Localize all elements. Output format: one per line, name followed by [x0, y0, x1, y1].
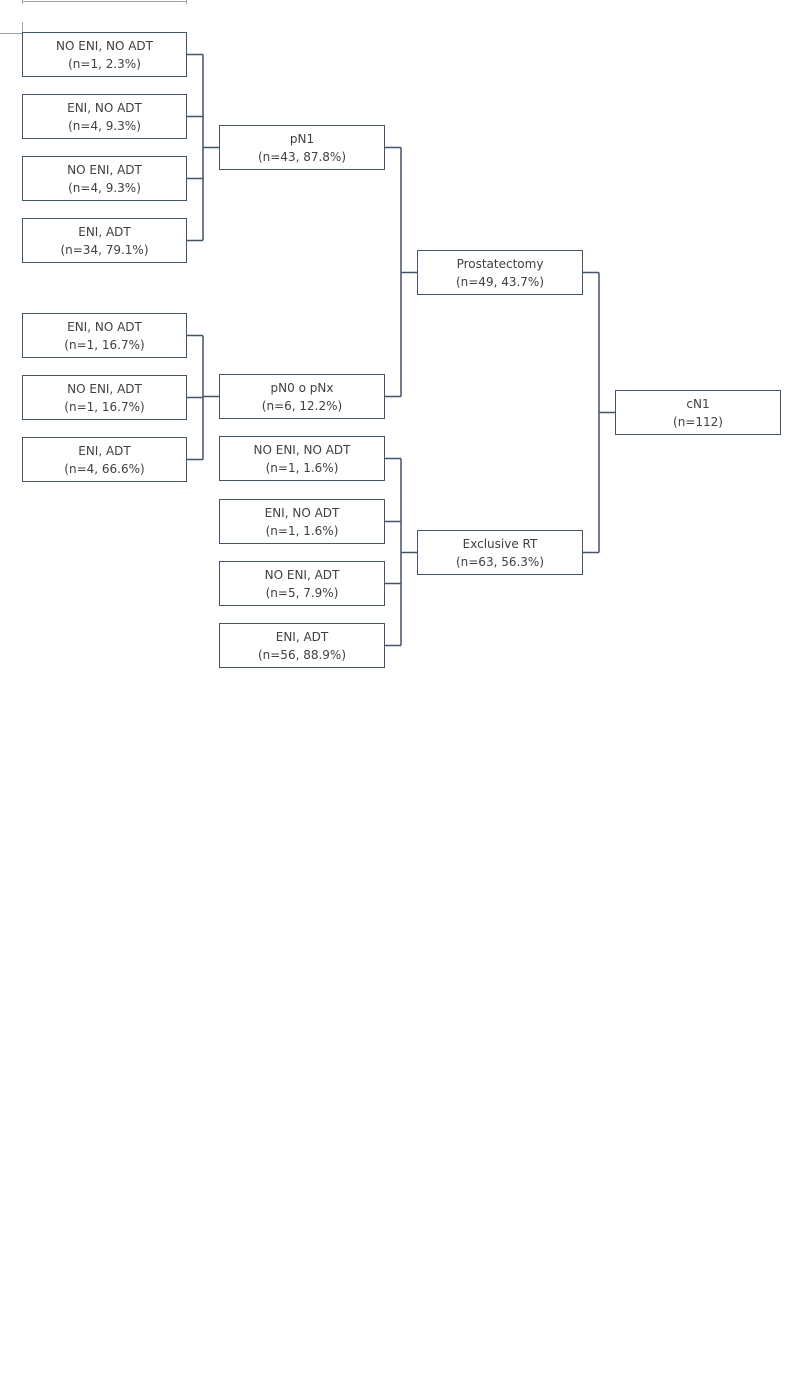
- node-title: ENI, NO ADT: [67, 319, 142, 334]
- node-count: (n=1, 1.6%): [265, 460, 339, 475]
- node-pn0-no-eni-adt: NO ENI, ADT (n=1, 16.7%): [22, 375, 187, 420]
- connector-prostatectomy: [385, 146, 417, 398]
- node-pn1-no-eni-no-adt: NO ENI, NO ADT (n=1, 2.3%): [22, 32, 187, 77]
- node-title: NO ENI, ADT: [67, 381, 142, 396]
- node-title: ENI, NO ADT: [67, 100, 142, 115]
- node-count: (n=1, 2.3%): [68, 56, 141, 71]
- node-count: (n=4, 9.3%): [68, 180, 141, 195]
- top-border-tick-right: [186, 0, 187, 4]
- connector-pn1: [187, 53, 219, 242]
- page-edge-tick: [22, 22, 23, 34]
- node-title: ENI, ADT: [78, 443, 131, 458]
- top-border-line: [22, 1, 187, 2]
- node-title: Prostatectomy: [456, 256, 544, 271]
- node-count: (n=112): [673, 414, 723, 429]
- node-pn0-pnx: pN0 o pNx (n=6, 12.2%): [219, 374, 385, 419]
- node-pn1-eni-adt: ENI, ADT (n=34, 79.1%): [22, 218, 187, 263]
- node-title: ENI, NO ADT: [264, 505, 340, 520]
- node-count: (n=4, 9.3%): [68, 118, 141, 133]
- node-count: (n=6, 12.2%): [261, 398, 343, 413]
- node-title: ENI, ADT: [275, 629, 329, 644]
- node-title: NO ENI, NO ADT: [56, 38, 153, 53]
- page-edge-line: [0, 33, 22, 34]
- node-count: (n=1, 1.6%): [265, 523, 339, 538]
- connector-exclusive-rt: [385, 457, 417, 647]
- node-pn1-no-eni-adt: NO ENI, ADT (n=4, 9.3%): [22, 156, 187, 201]
- node-count: (n=34, 79.1%): [60, 242, 149, 257]
- node-title: NO ENI, ADT: [264, 567, 340, 582]
- node-pn0-eni-adt: ENI, ADT (n=4, 66.6%): [22, 437, 187, 482]
- node-pn1: pN1 (n=43, 87.8%): [219, 125, 385, 170]
- node-title: cN1: [686, 396, 710, 411]
- node-title: Exclusive RT: [462, 536, 538, 551]
- node-rt-no-eni-adt: NO ENI, ADT (n=5, 7.9%): [219, 561, 385, 606]
- connector-pn0-pnx: [187, 334, 219, 461]
- node-count: (n=63, 56.3%): [455, 554, 545, 569]
- node-rt-no-eni-no-adt: NO ENI, NO ADT (n=1, 1.6%): [219, 436, 385, 481]
- node-count: (n=1, 16.7%): [64, 399, 145, 414]
- top-border-tick-left: [22, 0, 23, 4]
- node-exclusive-rt: Exclusive RT (n=63, 56.3%): [417, 530, 583, 575]
- node-title: NO ENI, NO ADT: [253, 442, 351, 457]
- node-count: (n=56, 88.9%): [257, 647, 347, 662]
- node-count: (n=4, 66.6%): [64, 461, 145, 476]
- node-title: NO ENI, ADT: [67, 162, 142, 177]
- node-count: (n=49, 43.7%): [455, 274, 545, 289]
- node-title: pN0 o pNx: [270, 380, 334, 395]
- node-count: (n=5, 7.9%): [265, 585, 339, 600]
- node-cn1: cN1 (n=112): [615, 390, 781, 435]
- node-rt-eni-no-adt: ENI, NO ADT (n=1, 1.6%): [219, 499, 385, 544]
- node-title: pN1: [289, 131, 315, 146]
- node-count: (n=43, 87.8%): [257, 149, 347, 164]
- node-count: (n=1, 16.7%): [64, 337, 145, 352]
- node-pn0-eni-no-adt: ENI, NO ADT (n=1, 16.7%): [22, 313, 187, 358]
- node-prostatectomy: Prostatectomy (n=49, 43.7%): [417, 250, 583, 295]
- node-pn1-eni-no-adt: ENI, NO ADT (n=4, 9.3%): [22, 94, 187, 139]
- connector-cn1: [583, 271, 615, 554]
- node-rt-eni-adt: ENI, ADT (n=56, 88.9%): [219, 623, 385, 668]
- node-title: ENI, ADT: [78, 224, 131, 239]
